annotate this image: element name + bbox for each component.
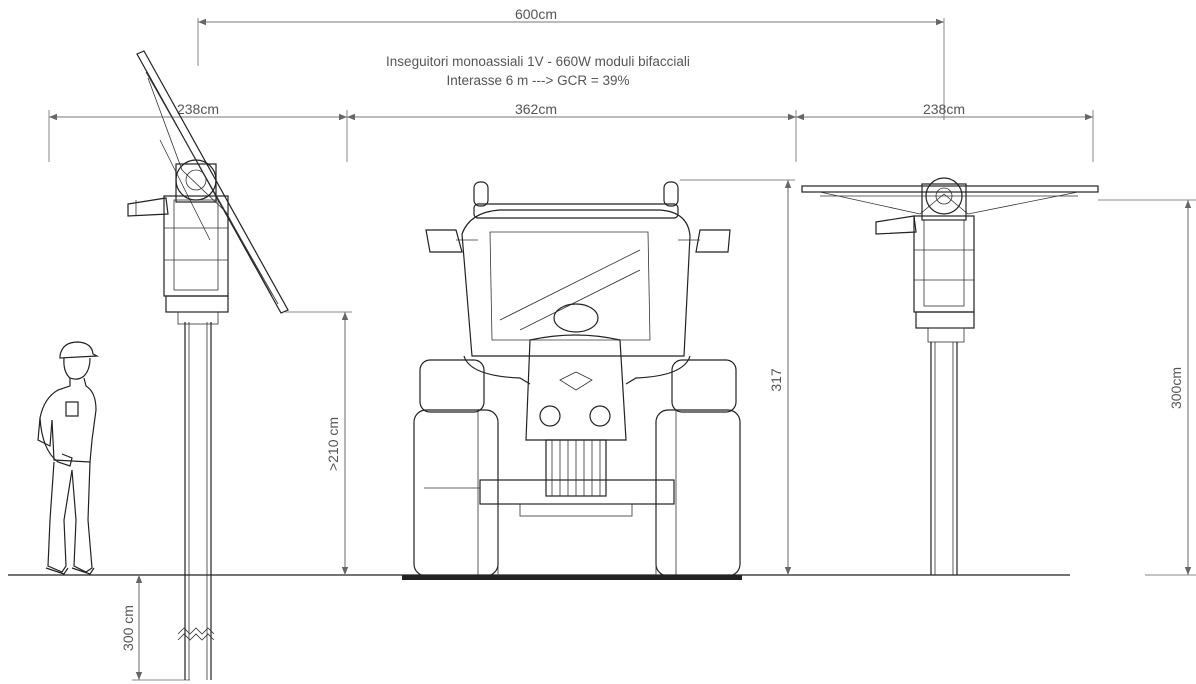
caption-line-1: Inseguitori monoassiali 1V - 660W moduli… <box>386 54 690 69</box>
dim-label-right-span: 238cm <box>923 101 965 117</box>
person-figure <box>37 341 100 575</box>
right-tracker <box>801 177 1099 575</box>
left-tracker <box>127 50 289 680</box>
dimension-tractor-height: 317 <box>680 179 795 575</box>
tractor <box>402 181 742 580</box>
dimension-row-spans: 238cm 362cm 238cm <box>48 101 1094 162</box>
caption-line-2: Interasse 6 m ---> GCR = 39% <box>446 73 629 88</box>
dim-label-tractor-height: 317 <box>768 368 784 392</box>
dim-label-left-span: 238cm <box>177 101 219 117</box>
dim-label-pile-depth: 300 cm <box>120 605 136 651</box>
dim-label-clearance: >210 cm <box>325 417 341 471</box>
dimension-clearance: >210 cm <box>285 311 352 575</box>
dimension-pile-depth: 300 cm <box>120 575 190 681</box>
dimension-top-600: 600cm <box>197 6 945 120</box>
dim-label-middle-span: 362cm <box>515 101 557 117</box>
dim-label-right-height: 300cm <box>1168 367 1184 409</box>
dimension-right-height: 300cm <box>1098 199 1196 576</box>
dim-label-top-span: 600cm <box>515 6 557 22</box>
